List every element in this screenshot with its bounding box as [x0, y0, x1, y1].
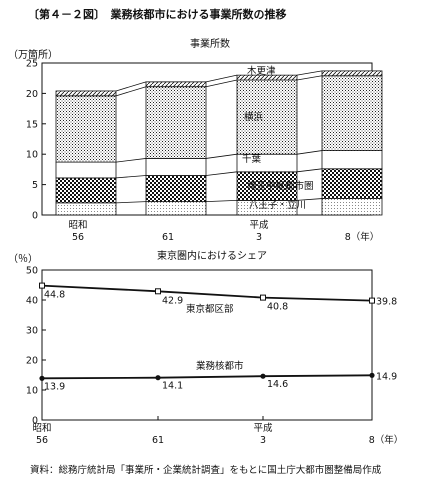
bar-segment [55, 95, 117, 163]
bar-segment [145, 81, 207, 88]
connector-line [115, 201, 147, 204]
bar-segment [145, 201, 207, 216]
connector-line [205, 74, 238, 83]
connector-line [296, 75, 323, 81]
data-label: 40.8 [267, 302, 288, 313]
data-point [369, 372, 375, 378]
connector-line [296, 150, 323, 155]
connector-line [115, 158, 147, 163]
connector-line [205, 171, 238, 176]
data-label: 44.8 [44, 290, 65, 301]
y-tick-label: 20 [26, 89, 38, 100]
y-tick-label: 0 [32, 416, 38, 427]
connector-line [115, 81, 147, 92]
series-label: 千葉 [242, 153, 262, 165]
data-point [260, 373, 266, 379]
data-point [369, 297, 375, 304]
bar-segment [321, 70, 383, 77]
y-tick-label: 15 [26, 119, 38, 130]
bar-segment [236, 171, 298, 201]
connector-line [296, 168, 323, 173]
y-tick-label: 25 [26, 59, 38, 70]
chart-title: 事業所数 [190, 37, 230, 50]
data-point [155, 288, 161, 295]
series-line [41, 284, 373, 302]
series-name-label: 東京都区部 [186, 303, 234, 315]
x-tick-label-era: 昭和 [32, 423, 51, 434]
y-tick-label: 10 [26, 150, 38, 161]
data-label: 14.1 [162, 381, 183, 392]
bar-segment [55, 90, 117, 97]
x-tick-label-era: 昭和 [68, 220, 87, 231]
x-tick-label-year: 8（年） [345, 231, 380, 243]
x-tick-label-year: 56 [72, 232, 84, 243]
data-point [39, 282, 45, 289]
x-tick-label-year: 56 [36, 435, 48, 446]
page-title: 〔第４－２図〕 業務核都市における事業所数の推移 [28, 7, 287, 21]
connector-line [115, 86, 147, 97]
source-note: 資料：総務庁統計局「事業所・企業統計調査」をもとに国土庁大都市圏整備局作成 [30, 464, 382, 476]
bar-segment [236, 74, 298, 81]
x-tick-label-era: 平成 [253, 422, 273, 434]
y-tick-label: 30 [26, 326, 38, 337]
bar-segment [55, 202, 117, 216]
data-label: 14.6 [267, 379, 288, 390]
series-line [41, 374, 373, 380]
series-label: 埼玉中枢都市圏 [247, 180, 314, 192]
connector-line [205, 79, 238, 88]
y-tick-label: 50 [26, 266, 38, 277]
bar-segment [145, 158, 207, 176]
data-point [39, 375, 45, 381]
series-name-label: 業務核都市 [196, 360, 244, 372]
data-label: 14.9 [376, 371, 397, 382]
data-point [260, 294, 266, 301]
bar-segment [321, 150, 383, 170]
connector-line [296, 70, 323, 76]
connector-line [205, 153, 238, 159]
connector-line [115, 175, 147, 179]
bar-segment [321, 198, 383, 216]
bar-segment [321, 75, 383, 151]
bar-segment [145, 86, 207, 159]
series-label: 横浜 [244, 111, 264, 123]
x-tick-label-year: 3 [260, 435, 266, 446]
bar-segment [55, 161, 117, 179]
data-label: 39.8 [376, 297, 397, 308]
bar-segment [55, 177, 117, 204]
series-label: 木更津 [247, 65, 276, 77]
y-tick-label: 5 [32, 180, 38, 191]
x-tick-label-era: 平成 [249, 219, 269, 231]
plot-frame [41, 269, 373, 421]
data-point [155, 375, 161, 381]
y-tick-label: 0 [32, 211, 38, 222]
y-tick-label: 40 [26, 296, 38, 307]
connector-line [296, 198, 323, 201]
data-label: 42.9 [162, 295, 183, 306]
y-tick-label: 20 [26, 356, 38, 367]
y-tick-label: 10 [26, 386, 38, 397]
x-tick-label-year: 8（年） [369, 434, 404, 446]
share-line-chart: 東京圏内におけるシェア （％） 0 10 20 30 40 50 44.8 42.9 40.8 39.… [8, 249, 403, 446]
data-label: 13.9 [44, 381, 65, 392]
bar-segment [236, 79, 298, 155]
connector-line [205, 200, 238, 203]
bar-segment [145, 175, 207, 203]
x-tick-label-year: 3 [256, 232, 262, 243]
y-axis-label: （万箇所） [8, 48, 58, 61]
series-label: 八王子・立川 [249, 199, 306, 211]
bar-segment [321, 168, 383, 199]
x-tick-label-year: 61 [162, 232, 174, 243]
x-tick-label-year: 61 [152, 435, 164, 446]
chart-title: 東京圏内におけるシェア [157, 249, 267, 262]
y-axis-label: （％） [8, 253, 38, 265]
